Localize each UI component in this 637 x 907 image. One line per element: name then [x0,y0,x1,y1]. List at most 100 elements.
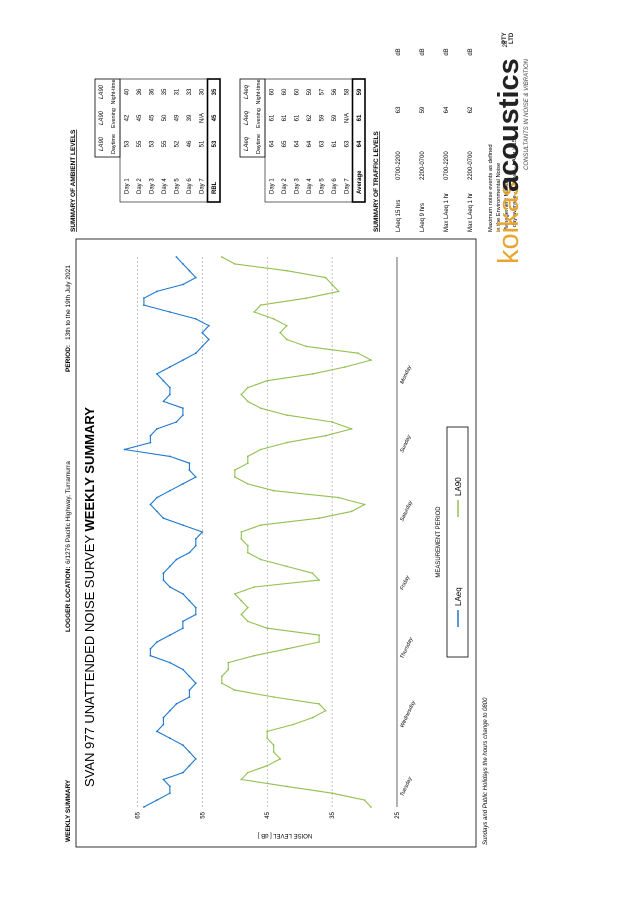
y-tick-label: 65 [135,811,141,818]
table-cell: 60 [295,88,301,95]
series-line-laeq [123,256,210,808]
data-point-laeq [123,448,126,451]
table-cell: 61 [332,140,338,147]
data-point-la90 [227,668,230,671]
data-point-laeq [194,537,197,540]
table-cell: Day 1 [125,178,131,194]
table-cell: 53 [150,140,156,147]
data-point-laeq [169,455,171,458]
x-axis-label: MEASUREMENT PERIOD [436,506,442,578]
table-cell: 61 [282,114,288,121]
x-tick-label: Tuesday [399,775,414,797]
x-tick-label: Wednesday [399,699,417,729]
data-point-laeq [201,531,204,533]
data-point-laeq [182,744,184,746]
logger-location-value: 6/1276 Pacific Highway, Turramurra [65,461,72,564]
data-point-laeq [207,324,210,327]
traffic-unit: dB [396,48,402,55]
table-cell: 56 [332,88,338,95]
data-point-laeq [182,359,184,361]
y-tick-label: 25 [395,811,401,818]
period-label: PERIOD: [65,345,72,372]
table-cell: 42 [125,114,131,121]
data-point-la90 [233,689,236,691]
data-point-la90 [305,345,308,348]
data-point-la90 [220,675,223,678]
traffic-value: 59 [420,106,426,113]
data-point-laeq [156,373,158,375]
period-header: Night-time [256,79,262,104]
table-cell: Day 2 [282,178,288,194]
data-point-laeq [182,524,184,526]
data-point-laeq [175,421,178,423]
traffic-unit: dB [468,48,474,55]
data-point-laeq [156,641,158,643]
data-point-laeq [201,345,204,348]
data-point-la90 [285,441,288,444]
column-group-header: LA90 [99,84,105,99]
table-cell: 53 [125,140,131,147]
data-point-laeq [194,613,197,616]
data-point-laeq [169,785,171,788]
period-header: Evening [256,108,262,128]
y-tick-label: 35 [330,811,336,818]
data-point-laeq [169,565,171,568]
x-tick-label: Saturday [399,499,414,523]
data-point-laeq [188,551,191,554]
table-cell: 63 [345,140,351,147]
data-point-la90 [344,366,347,368]
data-point-laeq [169,366,171,368]
traffic-metric: LAeq 15 hrs [396,200,402,232]
ambient-levels-table: LA90LA90LA90DaytimeEveningNight-timeDay … [94,78,221,203]
data-point-la90 [331,283,334,286]
data-point-laeq [169,386,171,389]
data-point-laeq [175,256,178,258]
traffic-metric: Max LAeq 1 hr [444,193,450,232]
table-cell: 59 [320,114,326,121]
data-point-la90 [246,400,249,403]
table-cell: Day 7 [345,178,351,194]
data-point-laeq [182,620,184,623]
table-cell: Day 6 [332,178,338,194]
y-axis-label: NOISE LEVEL [ dB ] [257,832,312,838]
data-point-la90 [259,304,262,306]
data-point-la90 [227,661,230,664]
table-cell: 59 [307,88,313,95]
table-cell: 51 [200,140,206,147]
table-footer-cell: RBL [212,181,218,194]
table-cell: Day 3 [295,178,301,194]
data-point-la90 [363,799,366,801]
column-group-header: LAeq [244,110,250,125]
data-point-la90 [240,393,243,396]
table-footer-box [351,78,366,203]
data-point-la90 [246,462,249,465]
data-point-laeq [143,806,145,808]
data-point-la90 [279,757,282,760]
data-point-laeq [194,318,197,320]
landscape-page: WEEKLY SUMMARY LOGGER LOCATION: 6/1276 P… [65,32,530,848]
data-point-laeq [182,283,184,286]
table-footer-cell: 45 [212,114,218,121]
table-cell: 35 [162,88,168,95]
data-point-laeq [188,599,191,602]
data-point-laeq [182,771,184,774]
data-point-la90 [324,276,327,279]
data-point-laeq [162,579,165,581]
traffic-note-line: Management Manual [504,178,510,232]
table-cell: 36 [137,88,143,95]
data-point-laeq [194,476,197,478]
traffic-value: 63 [396,106,402,113]
traffic-note-value: 28 [503,40,509,47]
data-point-laeq [194,606,197,609]
data-point-la90 [311,572,314,575]
data-point-la90 [272,489,275,492]
legend-laeq-label: LAeq [454,587,463,606]
data-point-la90 [279,331,282,334]
table-cell: 40 [125,88,131,95]
data-point-la90 [318,579,321,581]
data-point-la90 [240,778,243,781]
data-point-la90 [240,537,243,540]
data-point-la90 [370,806,372,808]
data-point-laeq [175,702,178,705]
data-point-la90 [246,455,249,458]
